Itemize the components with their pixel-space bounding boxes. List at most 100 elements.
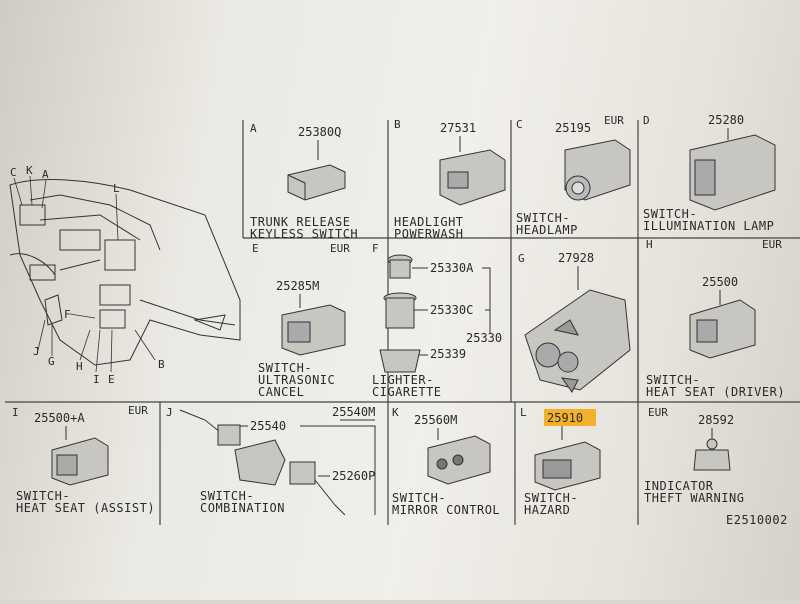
caption-line: ILLUMINATION LAMP <box>643 219 774 233</box>
cell-h: H EUR 25500 SWITCH- HEAT SEAT (DRIVER) <box>646 238 785 399</box>
ultrasonic-cancel-switch-icon <box>281 304 346 356</box>
cell-f: F 25330A 25330C 25330 25339 LIGHTER- CIG… <box>372 242 502 399</box>
region-tag: EUR <box>128 404 148 417</box>
cell-letter: F <box>372 242 379 255</box>
caption-line: ULTRASONIC <box>258 373 335 387</box>
caption-line: CIGARETTE <box>372 385 442 399</box>
part-number: 25330C <box>430 303 473 317</box>
figure-code: E2510002 <box>726 513 788 527</box>
theft-warning-indicator-icon <box>693 438 731 471</box>
caption-line: SWITCH- <box>643 207 697 221</box>
part-number: 25540 <box>250 419 286 433</box>
caption-line: HAZARD <box>524 503 570 517</box>
cell-i: I 25500+A EUR SWITCH- HEAT SEAT (ASSIST) <box>12 404 155 515</box>
region-tag: EUR <box>604 114 624 127</box>
part-number: 25910 <box>547 411 583 425</box>
part-number: 25339 <box>430 347 466 361</box>
part-number: 27531 <box>440 121 476 135</box>
cell-c: C 25195 EUR SWITCH- HEADLAMP <box>516 114 631 237</box>
part-number: 25195 <box>555 121 591 135</box>
dash-callout-e: E <box>108 373 115 386</box>
caption-line: SWITCH- <box>200 489 254 503</box>
cell-letter: E <box>252 242 259 255</box>
cell-a: A 25380Q TRUNK RELEASE KEYLESS SWITCH <box>250 122 358 241</box>
cell-g: G 27928 <box>518 251 631 393</box>
cell-letter: B <box>394 118 401 131</box>
cell-e: E EUR 25285M SWITCH- ULTRASONIC CANCEL <box>252 242 350 399</box>
part-number: 25330 <box>466 331 502 345</box>
dash-callout-g: G <box>48 355 55 368</box>
dash-callout-l: L <box>113 182 120 195</box>
dashboard-overview <box>9 179 241 366</box>
headlamp-switch-icon <box>564 139 631 201</box>
caption-line: SWITCH- <box>524 491 578 505</box>
part-number: 25380Q <box>298 125 341 139</box>
mirror-switch-assembly-icon <box>524 289 631 393</box>
cell-letter: L <box>520 406 527 419</box>
caption-line: SWITCH- <box>392 491 446 505</box>
caption-line: COMBINATION <box>200 501 285 515</box>
dash-callout-i: I <box>93 373 100 386</box>
cell-b: B 27531 HEADLIGHT POWERWASH <box>394 118 506 241</box>
caption-line: MIRROR CONTROL <box>392 503 500 517</box>
region-tag: EUR <box>330 242 350 255</box>
cell-m: EUR 28592 INDICATOR THEFT WARNING <box>644 406 744 505</box>
grid-lines <box>5 120 800 525</box>
heat-seat-assist-switch-icon <box>51 437 109 486</box>
dash-callouts: C K A L F J G H I E B <box>10 164 165 386</box>
caption-line: LIGHTER- <box>372 373 434 387</box>
caption-line: CANCEL <box>258 385 304 399</box>
dash-callout-a: A <box>42 168 49 181</box>
region-tag: EUR <box>762 238 782 251</box>
part-number: 27928 <box>558 251 594 265</box>
caption-line: THEFT WARNING <box>644 491 744 505</box>
dash-callout-h: H <box>76 360 83 373</box>
cell-d: D 25280 SWITCH- ILLUMINATION LAMP <box>643 113 776 233</box>
caption-line: HEAT SEAT (ASSIST) <box>16 501 155 515</box>
illumination-lamp-switch-icon <box>689 134 776 211</box>
mirror-control-switch-icon <box>427 435 491 485</box>
part-number: 25280 <box>708 113 744 127</box>
cell-letter: H <box>646 238 653 251</box>
caption-line: INDICATOR <box>644 479 714 493</box>
cell-letter: I <box>12 406 19 419</box>
cell-l: L 25910 SWITCH- HAZARD <box>520 406 601 517</box>
caption-line: POWERWASH <box>394 227 464 241</box>
caption-line: SWITCH- <box>16 489 70 503</box>
cell-letter: A <box>250 122 257 135</box>
part-number: 25330A <box>430 261 474 275</box>
part-number: 25260P <box>332 469 375 483</box>
dash-callout-f: F <box>64 308 71 321</box>
cell-letter: K <box>392 406 399 419</box>
dash-callout-j: J <box>33 345 40 358</box>
headlight-powerwash-switch-icon <box>439 149 506 206</box>
caption-line: SWITCH- <box>516 211 570 225</box>
cell-j: J 25540 25540M 25260P SWITCH- COMBINATIO… <box>166 405 376 516</box>
region-tag: EUR <box>648 406 668 419</box>
part-number: 25560M <box>414 413 457 427</box>
part-number: 28592 <box>698 413 734 427</box>
part-number: 25500 <box>702 275 738 289</box>
trunk-release-switch-icon <box>287 164 346 201</box>
cell-k: K 25560M SWITCH- MIRROR CONTROL <box>392 406 500 517</box>
part-number: 25285M <box>276 279 319 293</box>
heat-seat-driver-switch-icon <box>689 299 756 359</box>
caption-line: TRUNK RELEASE <box>250 215 350 229</box>
caption-line: HEADLAMP <box>516 223 578 237</box>
dash-callout-k: K <box>26 164 33 177</box>
part-number: 25540M <box>332 405 375 419</box>
cell-letter: G <box>518 252 525 265</box>
part-highlight <box>544 409 596 426</box>
hazard-switch-icon <box>534 441 601 491</box>
combination-switch-icon <box>179 409 346 516</box>
caption-line: KEYLESS SWITCH <box>250 227 358 241</box>
cigarette-lighter-icon <box>379 254 421 373</box>
dash-callout-c: C <box>10 166 17 179</box>
cell-letter: C <box>516 118 523 131</box>
cell-letter: J <box>166 406 173 419</box>
caption-line: HEADLIGHT <box>394 215 464 229</box>
caption-line: SWITCH- <box>258 361 312 375</box>
part-number: 25500+A <box>34 411 85 425</box>
